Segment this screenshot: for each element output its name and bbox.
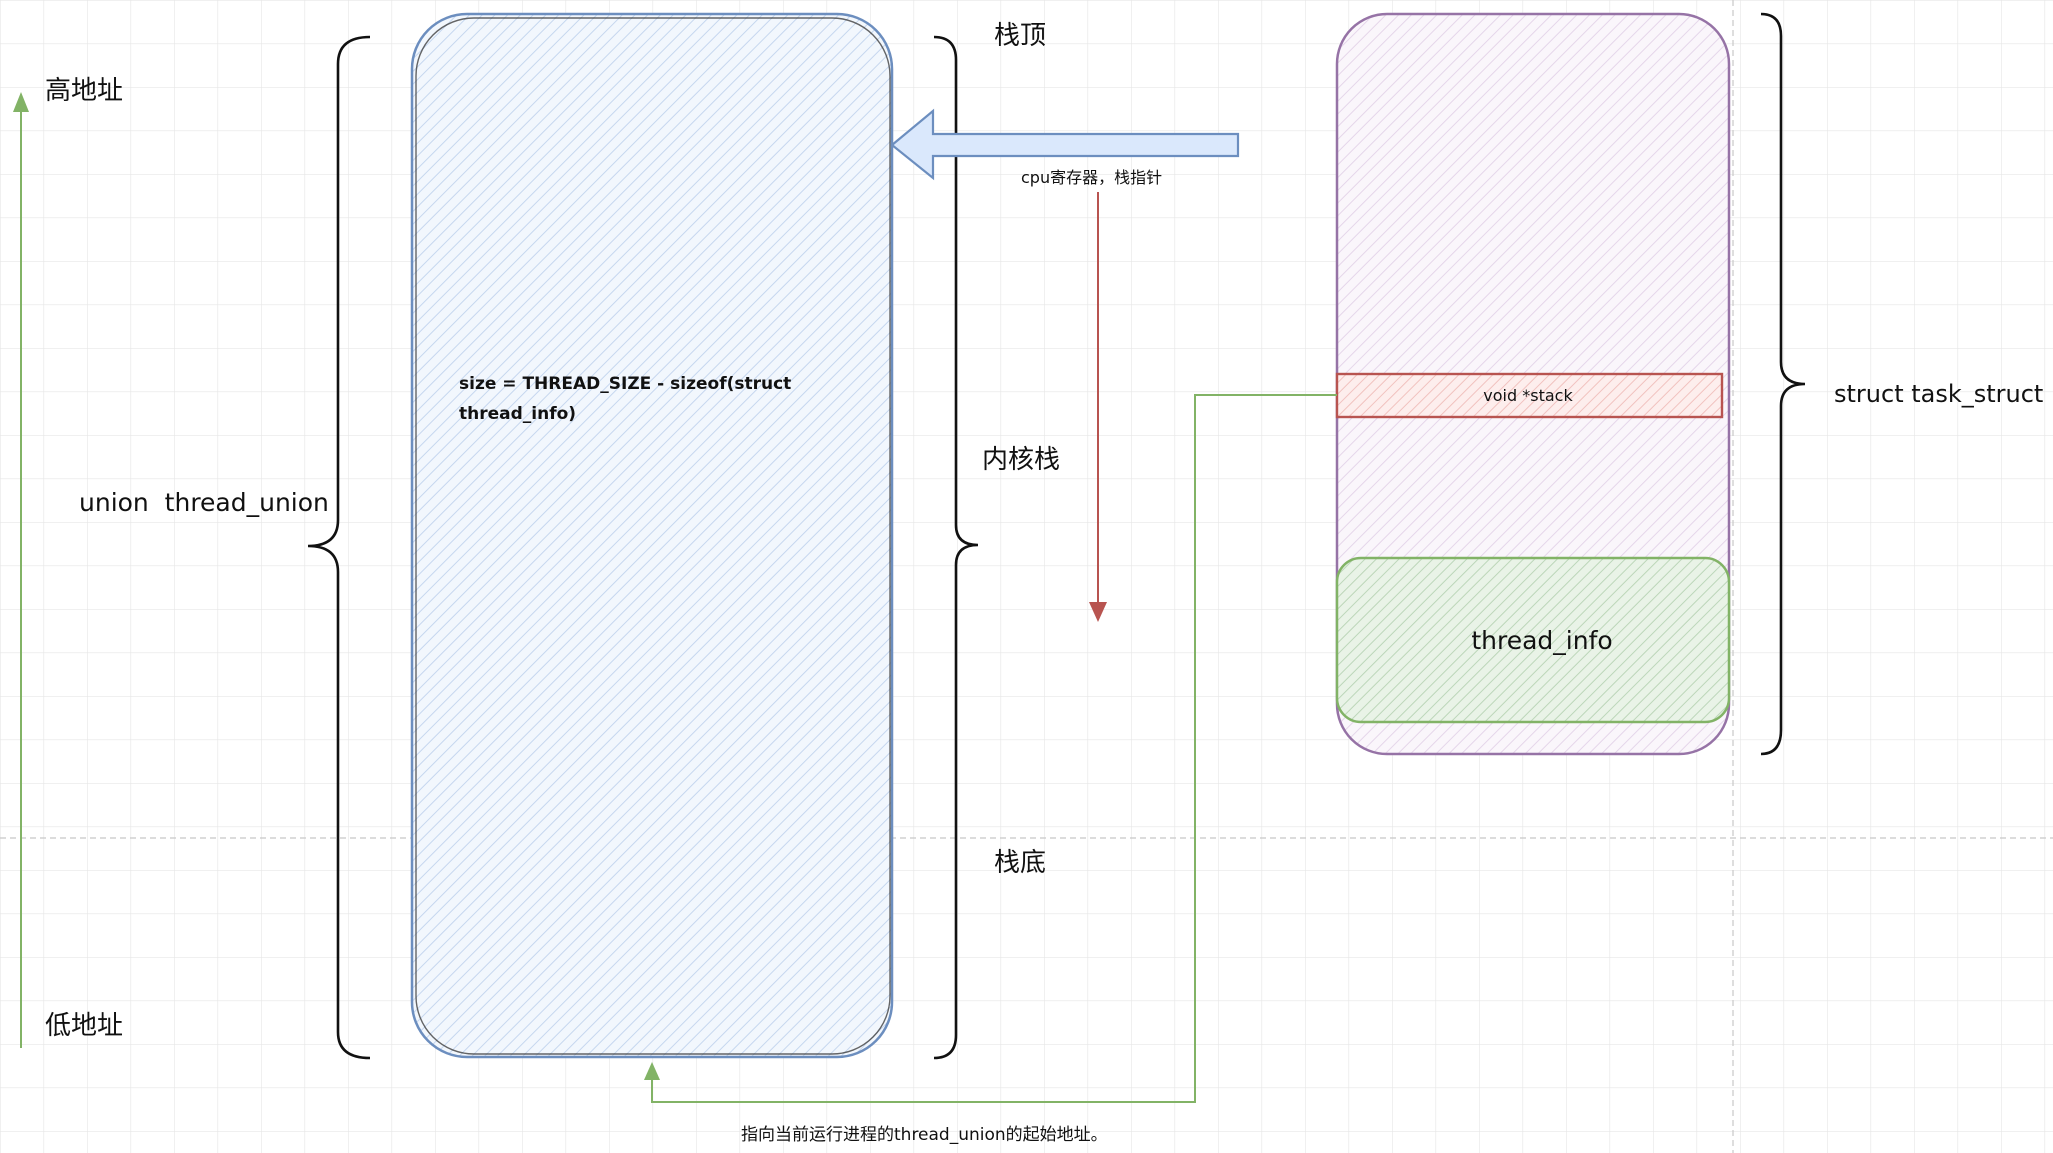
points-to-label: 指向当前运行进程的thread_union的起始地址。 (741, 1125, 1108, 1145)
stack-brace (933, 35, 979, 1060)
address-arrow (13, 92, 29, 1048)
kernel-stack-box (410, 12, 894, 1059)
high-address-label: 高地址 (45, 76, 123, 106)
void-stack-field (1335, 372, 1724, 419)
thread-info-box (1335, 556, 1731, 724)
stack-pointer-connector (644, 394, 1337, 1103)
size-formula-line2: thread_info) (459, 404, 576, 424)
void-stack-label: void *stack (1483, 386, 1573, 405)
size-formula-line1: size = THREAD_SIZE - sizeof(struct (459, 374, 791, 394)
task-struct-label: struct task_struct (1834, 380, 2043, 408)
task-struct-brace (1760, 12, 1806, 756)
cpu-register-label: cpu寄存器，栈指针 (1021, 168, 1162, 187)
stack-growth-arrow (1089, 192, 1107, 622)
thread-info-label: thread_info (1471, 626, 1612, 655)
union-brace (307, 35, 371, 1060)
stack-pointer-arrow (890, 108, 1240, 181)
kernel-stack-label: 内核栈 (982, 445, 1060, 475)
low-address-label: 低地址 (45, 1011, 123, 1041)
stack-top-label: 栈顶 (994, 21, 1046, 51)
union-name-label: union thread_union (79, 488, 329, 517)
stack-bottom-label: 栈底 (994, 848, 1046, 878)
